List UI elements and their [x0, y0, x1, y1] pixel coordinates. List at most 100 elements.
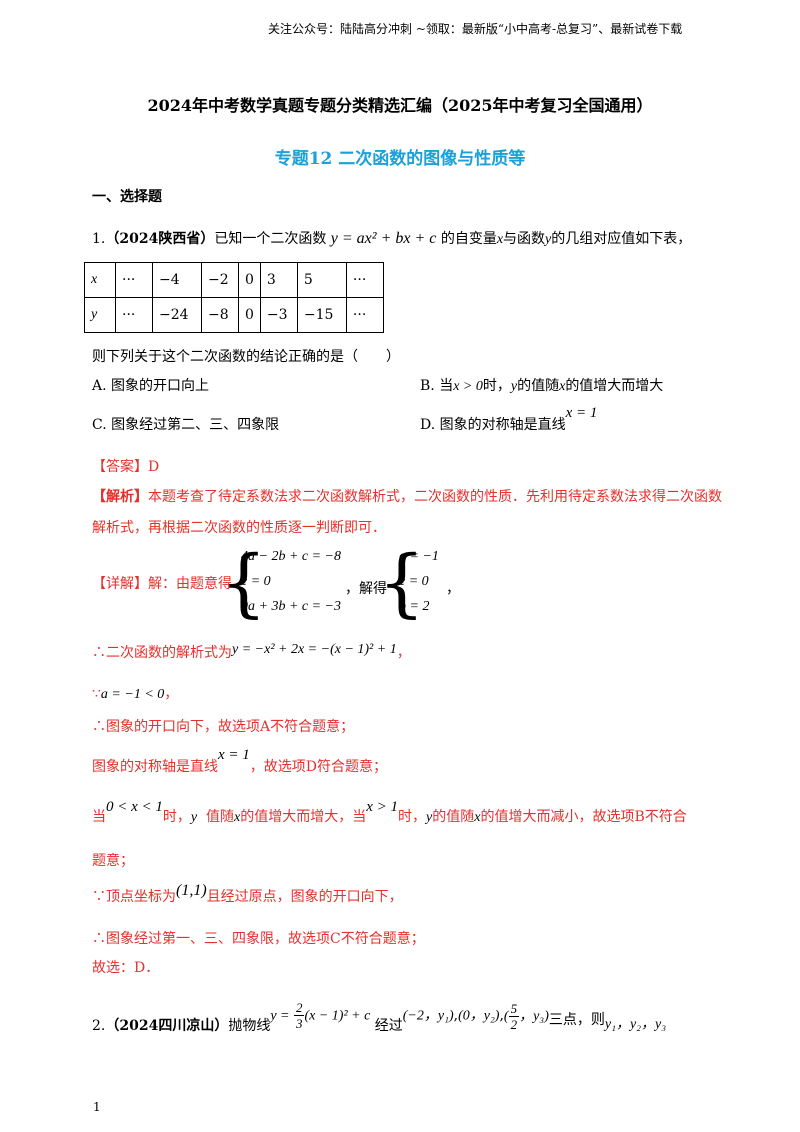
analysis-text: 本题考查了待定系数法求二次函数解析式，二次函数的性质．先利用待定系数法求得二次函… [148, 489, 722, 505]
q1-source: （2024陕西省） [105, 231, 215, 247]
equation: 9a + 3b + c = −3 [241, 599, 342, 614]
option-b-var: x [559, 379, 566, 394]
solution-line-4: 图象的对称轴是直线x = 1，故选项D符合题意； [92, 744, 387, 775]
q1-function: y = ax² + bx + c [330, 230, 437, 247]
equation: 4a − 2b + c = −8 [241, 549, 342, 564]
solution-text: ∵ [92, 686, 101, 702]
q1-question: 则下列关于这个二次函数的结论正确的是（ ） [92, 349, 400, 365]
detail-tag: 【详解】 [92, 576, 148, 592]
q2-text: 三点，则 [548, 1011, 605, 1028]
solution-text: ∵顶点坐标为 [92, 889, 176, 905]
table-cell: 3 [259, 262, 298, 298]
table-cell: x [84, 262, 116, 298]
q2-text: 抛物线 [228, 1017, 271, 1034]
equation: c = 0 [241, 574, 271, 589]
solution-text: 的值随 [432, 809, 475, 825]
table-row: y ··· −24 −8 0 −3 −15 ··· [84, 297, 384, 333]
q1-stem-text-a: 已知一个二次函数 [214, 231, 327, 247]
q2-text: 经过 [374, 1017, 403, 1034]
solution-text: 当 [92, 809, 106, 825]
solution-text: 值随 [206, 809, 235, 825]
option-a: A. 图象的开口向上 [92, 378, 210, 394]
table-cell: ··· [115, 262, 153, 298]
q2-point: (0，y₂) [458, 1008, 500, 1024]
option-c: C. 图象经过第二、三、四象限 [92, 417, 280, 433]
q1-stem-text-b: 的自变量 [440, 231, 497, 247]
q1-var-y: y [545, 232, 552, 247]
table-cell: ··· [345, 262, 384, 298]
table-cell: 0 [238, 297, 261, 333]
q2-source: （2024四川凉山） [105, 1017, 229, 1034]
analysis-tag: 【解析】 [92, 489, 148, 505]
solution-text: 的值增大而减小，故选项B不符合 [480, 809, 687, 825]
solution-line-2: ∵a = −1 < 0， [92, 683, 178, 703]
solution-text: 时， [398, 809, 427, 825]
equation-system-1: 4a − 2b + c = −8 c = 0 9a + 3b + c = −3 [241, 544, 341, 619]
solution-line-5b: 题意； [92, 853, 134, 869]
analysis-line-1: 【解析】本题考查了待定系数法求二次函数解析式，二次函数的性质．先利用待定系数法求… [92, 486, 722, 506]
option-d-math: x = 1 [565, 405, 598, 421]
solution-line-5: 当0 < x < 1时，y 值随x的值增大而增大，当x > 1时，y的值随x的值… [92, 796, 687, 825]
fraction-denominator: 3 [295, 1016, 303, 1031]
table-cell: ··· [345, 297, 384, 333]
page-number: 1 [93, 1100, 101, 1114]
answer: 【答案】D [92, 459, 160, 475]
solution-math: 0 < x < 1 [106, 799, 163, 815]
system-brace-2: { [378, 540, 426, 626]
solution-math: x > 1 [366, 799, 399, 815]
option-b-text: 时， [482, 378, 511, 394]
option-b-var: y [510, 379, 518, 394]
fraction-numerator: 2 [293, 1000, 305, 1016]
section-heading: 一、选择题 [92, 189, 162, 205]
q1-stem-text-d: 的几组对应值如下表， [551, 231, 692, 247]
solution-line-8: 故选：D． [92, 960, 160, 976]
solution-text: ∴二次函数的解析式为 [92, 645, 232, 661]
solution-var: y [190, 810, 198, 825]
solution-text: 且经过原点，图象的开口向下， [206, 889, 403, 905]
table-cell: 5 [296, 262, 347, 298]
solution-math: x = 1 [218, 747, 250, 763]
solve-word: ，解得 [345, 581, 387, 597]
solution-math: y = −x² + 2x = −(x − 1)² + 1 [232, 642, 397, 657]
equation: c = 0 [399, 574, 429, 589]
option-b-text: 的值随 [517, 378, 560, 394]
table-cell: ··· [115, 297, 153, 333]
table-cell: −24 [152, 297, 202, 333]
solution-math: a = −1 < 0 [100, 687, 165, 702]
q2-math: y₁，y₂，y₃ [604, 1016, 667, 1032]
solution-text: 的值增大而增大，当 [240, 809, 367, 825]
q2-point: (−2，y₁) [402, 1008, 454, 1024]
analysis-line-2: 解析式，再根据二次函数的性质逐一判断即可． [92, 520, 386, 536]
solution-var: y [426, 810, 433, 825]
option-b-text: B. 当 [420, 378, 454, 394]
q1-var-x: x [496, 232, 504, 247]
solution-math: (1,1) [176, 882, 207, 899]
table-cell: −2 [201, 262, 239, 298]
q2-math: y = [270, 1008, 290, 1024]
q1-number: 1. [92, 231, 106, 247]
system-end-comma: ， [446, 581, 460, 597]
solution-line-1: ∴二次函数的解析式为y = −x² + 2x = −(x − 1)² + 1， [92, 642, 411, 662]
option-d-text: D. 图象的对称轴是直线 [420, 417, 566, 433]
equation: b = 2 [399, 599, 430, 614]
option-b: B. 当x > 0时，y的值随x的值增大而增大 [420, 375, 663, 395]
solution-text: ，故选项D符合题意； [249, 759, 388, 775]
topic-subtitle: 专题12 二次函数的图像与性质等 [274, 149, 526, 169]
option-b-text: 的值增大而增大 [565, 378, 664, 394]
solution-text: ， [396, 645, 411, 661]
header-notice: 关注公众号：陆陆高分冲刺 ~领取：最新版“小中高考-总复习”、最新试卷下载 [268, 22, 683, 36]
document-title: 2024年中考数学真题专题分类精选汇编（2025年中考复习全国通用） [147, 96, 653, 115]
fraction-numerator: 5 [508, 1000, 520, 1017]
option-b-math: x > 0 [453, 379, 483, 394]
solution-var: x [474, 810, 481, 825]
table-cell: −8 [201, 297, 239, 333]
table-cell: −3 [259, 297, 298, 333]
solution-text: ， [164, 686, 179, 702]
solution-var: x [234, 810, 241, 825]
system-brace-1: { [220, 540, 268, 626]
solution-line-6: ∵顶点坐标为(1,1)且经过原点，图象的开口向下， [92, 880, 403, 905]
